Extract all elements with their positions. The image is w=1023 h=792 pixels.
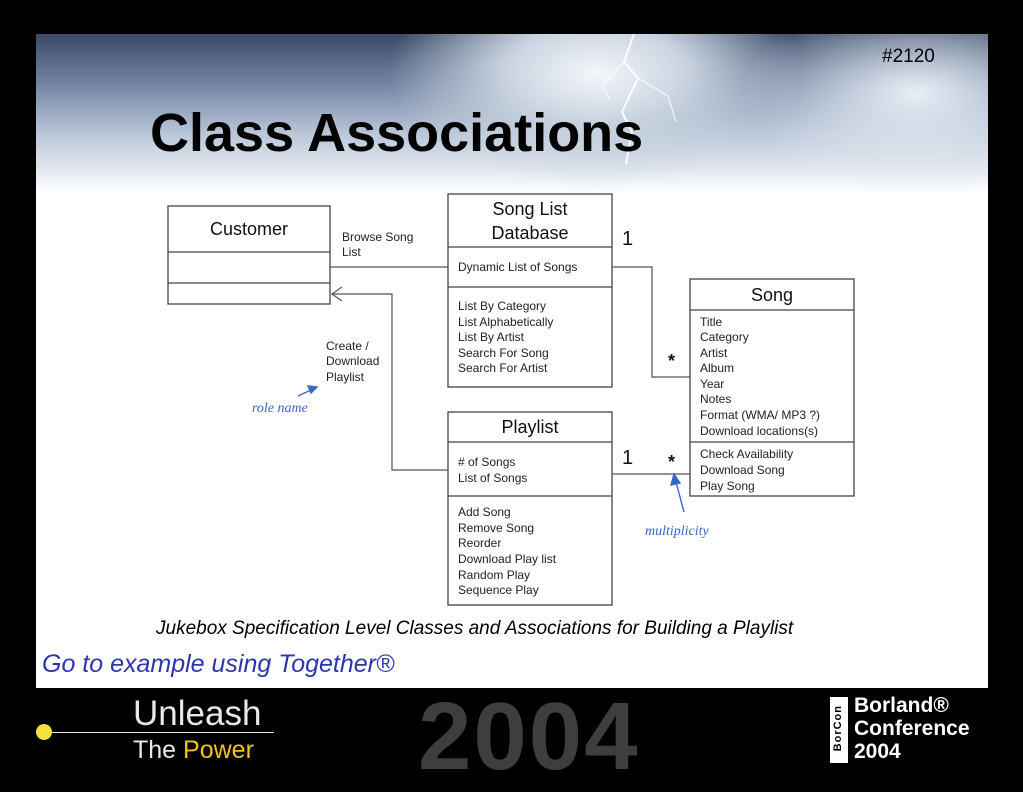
role-name-arrowhead (306, 385, 319, 395)
footer-year-watermark: 2004 (418, 683, 640, 790)
slide-number: #2120 (882, 46, 935, 67)
song-multiplicity-top: * (668, 351, 675, 371)
song-attribute: Notes (700, 392, 731, 406)
footer-background (0, 688, 1023, 770)
playlist-multiplicity: 1 (622, 447, 633, 469)
playlist-operation: Remove Song (458, 521, 534, 535)
diagram-caption: Jukebox Specification Level Classes and … (156, 618, 794, 639)
song-attribute: Title (700, 315, 723, 329)
playlist-operation: Add Song (458, 505, 511, 519)
song-multiplicity-bottom: * (668, 452, 675, 472)
songlist-operation: Search For Artist (458, 361, 548, 375)
song-attribute: Category (700, 330, 749, 344)
bullet-dot (36, 724, 52, 740)
songlist-operation: List By Category (458, 299, 546, 313)
multiplicity-annotation: multiplicity (645, 524, 710, 539)
class-diagram: Customer Song List Database Playlist Son… (167, 193, 855, 606)
songlist-class-name-line-2: Database (491, 223, 568, 243)
song-attribute: Year (700, 377, 724, 391)
footer-the-power: The Power (133, 736, 254, 765)
song-attribute: Format (WMA/ MP3 ?) (700, 408, 820, 422)
playlist-operation: Sequence Play (458, 583, 539, 597)
create-association-label-line-3: Playlist (326, 370, 365, 384)
song-class-box (689, 278, 855, 497)
songlist-song-association-line (612, 266, 690, 378)
create-association-label-line-2: Download (326, 354, 379, 368)
song-attribute: Album (700, 361, 734, 375)
song-attribute: Artist (700, 346, 728, 360)
brand-line-conference: Conference (854, 717, 970, 740)
song-class-name: Song (751, 285, 793, 305)
songlist-operation: List By Artist (458, 330, 525, 344)
song-attribute: Download locations(s) (700, 424, 818, 438)
slide: #2120 Class Associations (36, 34, 988, 688)
sky-background (36, 34, 988, 194)
customer-class-name: Customer (210, 219, 288, 239)
songlist-operation: Search For Song (458, 346, 549, 360)
footer-unleash: Unleash (133, 694, 262, 733)
playlist-attribute: # of Songs (458, 455, 515, 469)
playlist-operation: Reorder (458, 536, 501, 550)
song-operation: Download Song (700, 463, 785, 477)
songlist-operation: List Alphabetically (458, 315, 553, 329)
lightning-decoration (601, 34, 677, 165)
multiplicity-arrow (675, 481, 685, 513)
slide-title: Class Associations (150, 103, 644, 163)
song-operation: Play Song (700, 479, 755, 493)
playlist-class-box (447, 411, 613, 606)
role-name-annotation: role name (252, 401, 308, 416)
songlist-multiplicity: 1 (622, 228, 633, 250)
playlist-operation: Download Play list (458, 552, 557, 566)
brand-line-year: 2004 (854, 740, 901, 763)
navigation-arrowhead (330, 286, 343, 302)
create-playlist-association-line (332, 293, 448, 471)
footer-rule (52, 732, 274, 733)
borcon-logo-text: BorCon (832, 705, 844, 752)
borcon-logo: BorCon (830, 697, 848, 763)
songlist-class-box (447, 193, 613, 388)
playlist-operation: Random Play (458, 568, 530, 582)
playlist-class-name: Playlist (501, 417, 558, 437)
together-example-link[interactable]: Go to example using Together® (42, 650, 395, 678)
multiplicity-arrowhead (670, 472, 682, 486)
browse-association-label-line-1: Browse Song (342, 230, 413, 244)
browse-association-label-line-2: List (342, 245, 361, 259)
songlist-attribute: Dynamic List of Songs (458, 260, 577, 274)
footer-the: The (133, 736, 177, 764)
songlist-class-name-line-1: Song List (492, 199, 567, 219)
footer-power: Power (183, 736, 254, 764)
customer-class-box (167, 205, 331, 305)
create-association-label-line-1: Create / (326, 339, 369, 353)
playlist-attribute: List of Songs (458, 471, 527, 485)
song-operation: Check Availability (700, 447, 793, 461)
brand-line-borland: Borland® (854, 694, 949, 717)
